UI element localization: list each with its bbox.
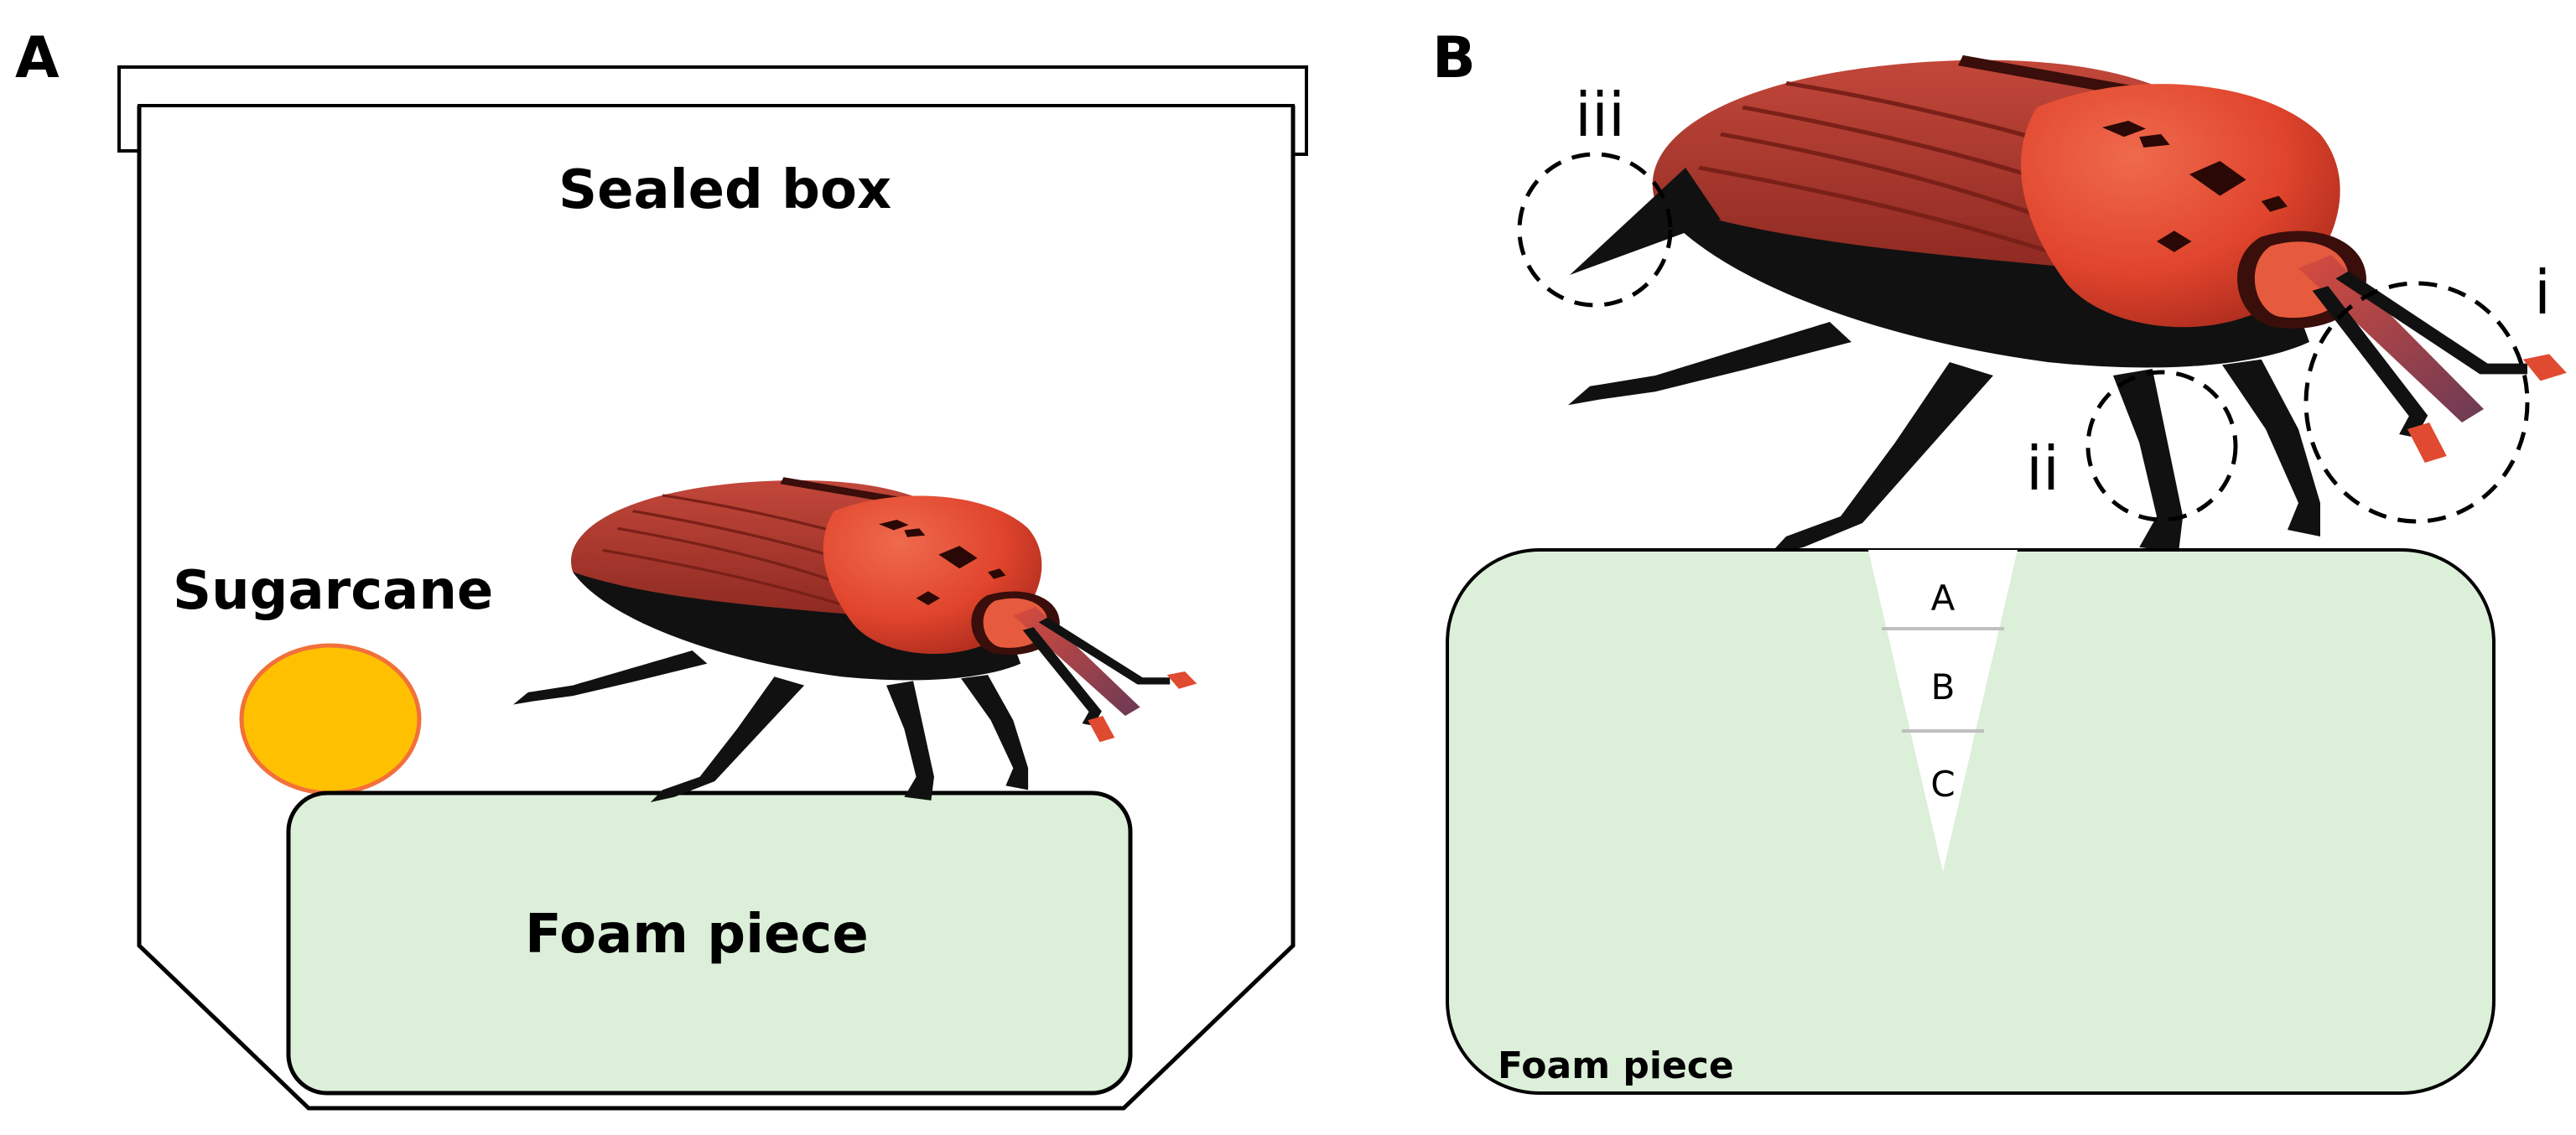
marker-i: i [2534,257,2551,328]
foam-piece-b-label: Foam piece [1498,1044,1734,1087]
sealed-box-label: Sealed box [558,159,891,221]
panel-a-label: A [15,25,60,91]
weevil-illustration-b [1568,60,2567,556]
marker-ii: ii [2026,433,2059,504]
panel-b-label: B [1432,25,1476,91]
zone-a-label: A [1931,578,1955,619]
sugarcane-piece [242,645,419,793]
weevil-illustration-a [513,480,1197,802]
zone-c-label: C [1930,764,1955,805]
box-lid [119,67,1306,154]
sugarcane-label: Sugarcane [173,560,493,622]
marker-iii: iii [1575,80,1625,150]
foam-piece-a-label: Foam piece [525,904,869,966]
zone-b-label: B [1931,666,1955,707]
